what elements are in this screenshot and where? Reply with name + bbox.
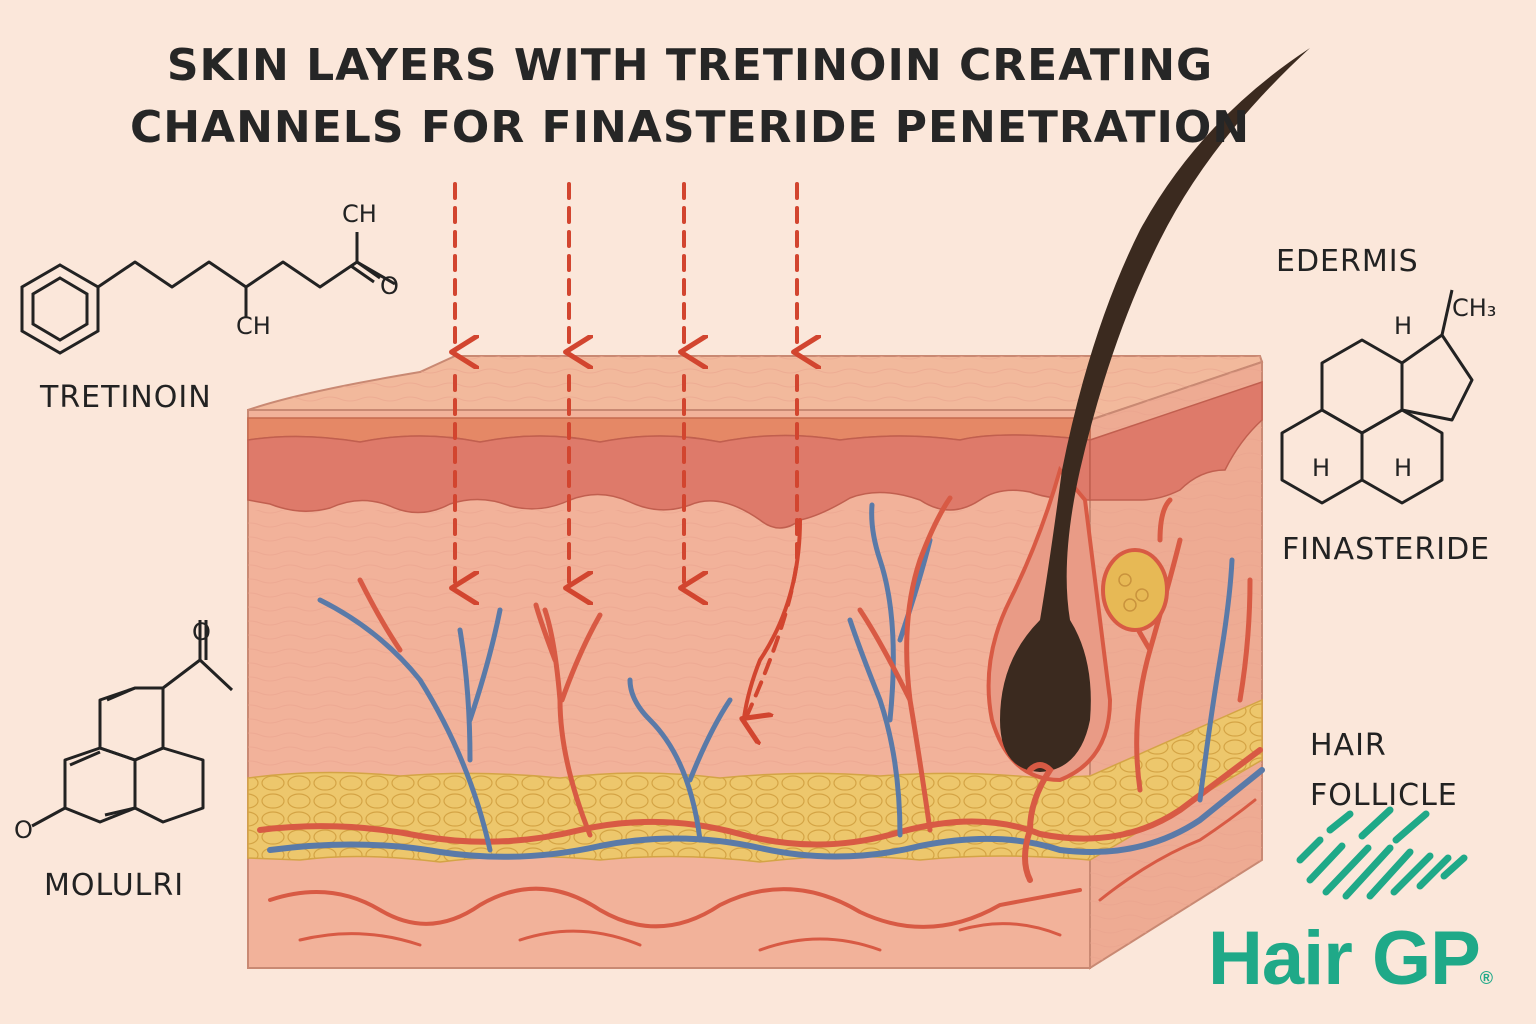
label-hair-follicle-line-2: FOLLICLE [1310, 778, 1458, 813]
hair-gp-stripes-icon [1296, 806, 1468, 900]
sebaceous-gland [1101, 548, 1169, 632]
molulri-structure [31, 620, 234, 828]
label-molulri: MOLULRI [44, 868, 185, 903]
skin-block [247, 355, 1264, 970]
epidermis-inner-layer [247, 434, 1091, 529]
finasteride-ch3: CH₃ [1452, 294, 1497, 322]
follicle-papilla [1022, 762, 1054, 883]
finasteride-h-right: H [1394, 454, 1413, 482]
finasteride-h-top: H [1394, 312, 1413, 340]
hair-shaft [1000, 48, 1310, 772]
lower-vessel-network [268, 798, 1257, 952]
horizontal-artery [257, 747, 1263, 848]
finasteride-h-left: H [1312, 454, 1331, 482]
diagram-title-line-2: CHANNELS FOR FINASTERIDE PENETRATION [129, 102, 1251, 153]
brand-name: Hair GP [1208, 916, 1481, 1001]
hair-gp-logo: Hair GP® [1208, 915, 1493, 1002]
label-hair-follicle-line-1: HAIR [1310, 728, 1387, 763]
label-tretinoin: TRETINOIN [40, 380, 212, 415]
steroid-ring-icon [1280, 289, 1474, 505]
molulri-oxygen-top: O [192, 618, 211, 646]
hair-follicle [986, 48, 1310, 883]
tretinoin-carbonyl [350, 260, 381, 284]
tretinoin-oxygen: O [380, 272, 399, 300]
tretinoin-ch-bottom: CH [236, 312, 271, 340]
horizontal-vein [267, 767, 1265, 860]
label-finasteride: FINASTERIDE [1282, 532, 1491, 567]
benzene-ring-icon [20, 263, 100, 355]
arrow-4-solid-tail [742, 518, 802, 720]
diagram-title-line-1: SKIN LAYERS WITH TRETINOIN CREATING [166, 40, 1214, 91]
brand-registered-mark: ® [1479, 968, 1493, 988]
penetration-arrows [455, 182, 797, 588]
tretinoin-ch-top: CH [342, 200, 377, 228]
branching-veins [317, 502, 1235, 853]
molulri-oxygen-left: O [14, 816, 33, 844]
side-epidermis [1089, 380, 1263, 501]
tretinoin-chain [97, 232, 396, 318]
branching-arteries [357, 495, 1253, 838]
label-edermis: EDERMIS [1276, 244, 1419, 279]
